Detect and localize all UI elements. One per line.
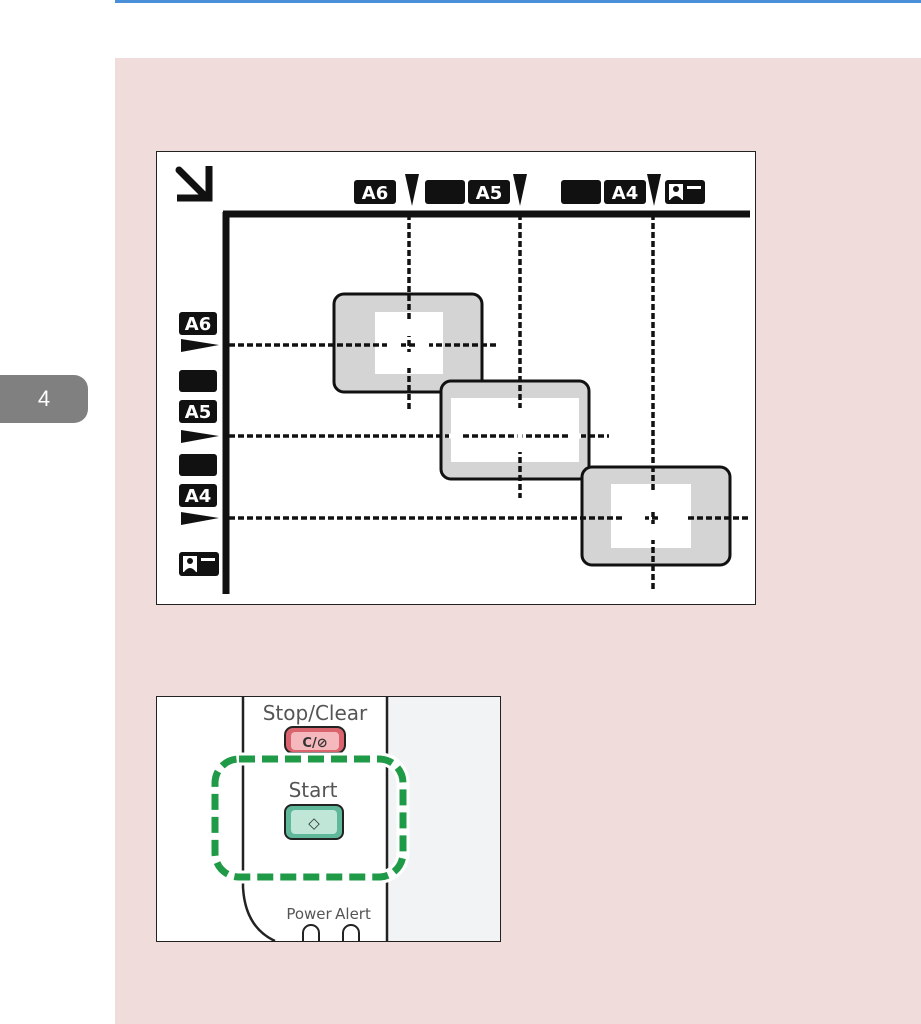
stop-clear-label: Stop/Clear	[263, 701, 368, 725]
svg-text:A5: A5	[476, 183, 502, 204]
diagonal-arrow-icon	[177, 166, 209, 198]
alert-label: Alert	[335, 905, 371, 923]
svg-text:A6: A6	[362, 183, 388, 204]
page-marker-icon	[179, 370, 217, 392]
control-panel-diagram: Stop/Clear C/⊘ Start ◇ Power Alert	[156, 696, 501, 942]
svg-text:A4: A4	[612, 183, 638, 204]
power-indicator	[303, 925, 319, 941]
top-label-a4: A4	[604, 180, 646, 204]
chapter-tab: 4	[0, 375, 88, 423]
left-label-a6: A6	[179, 312, 217, 335]
alert-indicator	[343, 925, 359, 941]
top-marker-a4	[647, 174, 661, 206]
start-button[interactable]: ◇	[285, 805, 343, 839]
id-card-icon	[665, 180, 705, 204]
header-rule	[115, 0, 921, 3]
placement-diagram: A6 A5 A4 A6 A5	[156, 151, 756, 605]
page-marker-icon	[561, 180, 601, 204]
power-label: Power	[286, 905, 332, 923]
top-label-a6: A6	[354, 180, 396, 204]
top-label-a5: A5	[468, 180, 510, 204]
document-a4	[582, 467, 730, 565]
id-card-icon	[179, 552, 219, 576]
chapter-number: 4	[38, 386, 50, 412]
svg-text:A4: A4	[185, 486, 211, 507]
page-marker-icon	[179, 454, 217, 476]
svg-text:A6: A6	[185, 314, 211, 335]
start-label: Start	[289, 778, 338, 802]
left-marker-a4	[181, 512, 219, 525]
left-marker-a5	[181, 430, 219, 443]
stop-clear-icon: C/⊘	[302, 736, 327, 751]
left-label-a5: A5	[179, 400, 217, 423]
stop-clear-button[interactable]: C/⊘	[285, 727, 345, 753]
start-icon: ◇	[308, 814, 320, 832]
left-label-a4: A4	[179, 484, 217, 507]
top-marker-a6	[405, 174, 419, 206]
top-marker-a5	[513, 174, 527, 206]
document-a5	[441, 381, 589, 479]
page-marker-icon	[425, 180, 465, 204]
left-marker-a6	[181, 339, 219, 352]
svg-text:A5: A5	[185, 402, 211, 423]
panel-outline	[243, 697, 275, 941]
